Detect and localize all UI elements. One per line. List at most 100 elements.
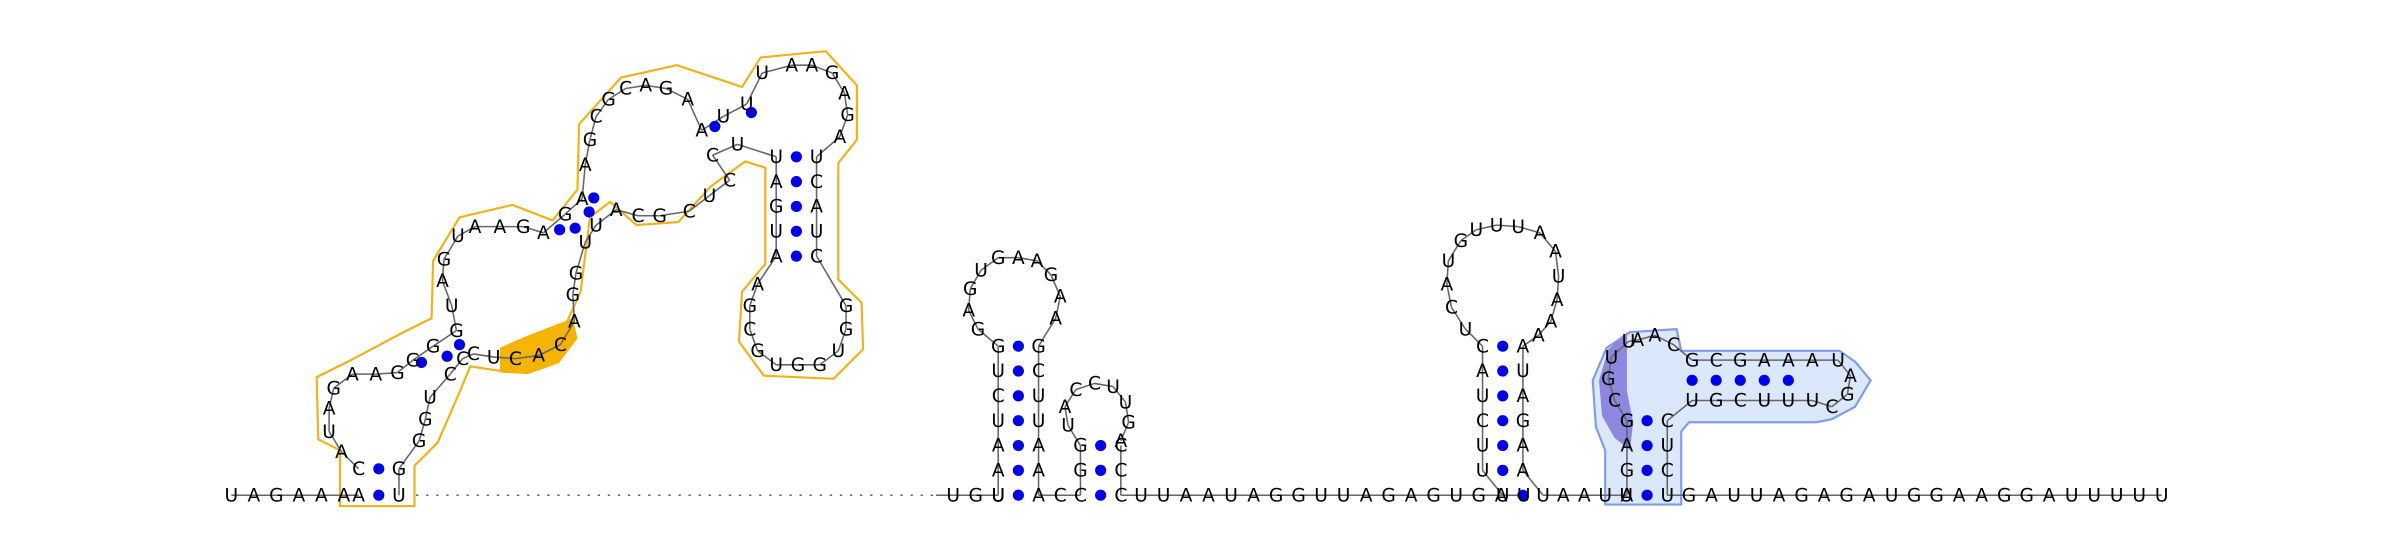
nucleotide-U: U <box>445 296 459 317</box>
nucleotide-A: A <box>532 346 545 367</box>
nucleotide-A: A <box>1032 436 1045 457</box>
backbone-link <box>1607 356 1613 379</box>
backbone-link <box>1812 399 1833 408</box>
nucleotide-A: A <box>337 485 350 506</box>
nucleotide-U: U <box>1831 350 1845 371</box>
backbone-link <box>816 136 841 158</box>
nucleotide-U: U <box>451 226 465 247</box>
nucleotide-U: U <box>1727 485 1741 506</box>
backbone-link <box>1628 339 1638 343</box>
nucleotide-U: U <box>1119 392 1133 413</box>
base-pair-dot <box>1758 374 1770 386</box>
nucleotide-G: G <box>449 321 463 342</box>
nucleotide-U: U <box>1885 485 1899 506</box>
orange-highlight-outline <box>315 50 865 508</box>
highlight-outlines <box>315 50 865 508</box>
backbone-link <box>595 98 610 117</box>
base-pair-dot <box>1012 439 1024 452</box>
base-pair-dot <box>1497 439 1509 452</box>
nucleotide-G: G <box>1031 336 1045 357</box>
nucleotide-G: G <box>769 197 783 218</box>
backbone-link <box>595 208 617 226</box>
backbone-link <box>559 320 576 346</box>
backbone-link <box>1464 328 1484 347</box>
backbone-link <box>1476 224 1497 231</box>
backbone-link <box>538 343 561 357</box>
nucleotide-U: U <box>740 94 754 115</box>
nucleotide-A: A <box>1557 485 1570 506</box>
backbone-link <box>572 294 576 322</box>
nucleotide-G: G <box>1682 485 1696 506</box>
backbone-link <box>837 328 847 352</box>
backbone-link <box>441 280 453 307</box>
nucleotide-U: U <box>991 485 1005 506</box>
backbone-link <box>1539 232 1557 252</box>
base-pair-dot <box>1782 374 1794 386</box>
backbone-link <box>340 451 360 470</box>
nucleotide-U: U <box>810 147 824 168</box>
nucleotide-C: C <box>683 201 696 222</box>
base-pair-dot <box>1095 489 1107 501</box>
nucleotide-U: U <box>703 186 717 207</box>
nucleotide-U: U <box>2087 485 2101 506</box>
nucleotide-A: A <box>1953 485 1966 506</box>
nucleotide-A: A <box>1360 485 1373 506</box>
nucleotide-A: A <box>1405 485 1418 506</box>
nucleotide-A: A <box>695 121 708 142</box>
backbone-link <box>457 225 476 237</box>
backbone-link <box>424 397 431 420</box>
backbone-link <box>493 356 516 360</box>
nucleotide-A: A <box>992 436 1005 457</box>
nucleotide-G: G <box>971 319 985 340</box>
backbone-link <box>1654 334 1674 346</box>
nucleotide-A: A <box>751 274 764 295</box>
backbone-link <box>1446 283 1453 308</box>
backbone-link <box>1522 334 1539 347</box>
nucleotide-A: A <box>1517 386 1530 407</box>
nucleotide-U: U <box>946 485 960 506</box>
base-pair-dot <box>373 489 385 501</box>
backbone-link <box>441 259 445 282</box>
nucleotide-G: G <box>1426 485 1440 506</box>
backbone-link <box>1124 401 1130 423</box>
nucleotide-C: C <box>706 145 719 166</box>
nucleotide-A: A <box>1202 485 1215 506</box>
backbone-link <box>749 328 759 352</box>
base-pair-dot <box>1497 415 1509 427</box>
backbone-link <box>1075 382 1095 391</box>
nucleotide-G: G <box>991 248 1005 269</box>
backbone-link <box>1554 251 1560 277</box>
backbone-link <box>1831 393 1848 408</box>
nucleotide-G: G <box>269 485 283 506</box>
nucleotide-G: G <box>2019 485 2033 506</box>
backbone-link <box>1064 389 1077 408</box>
backbone-link <box>968 310 979 330</box>
nucleotide-A: A <box>992 461 1005 482</box>
backbone-link <box>687 99 703 131</box>
backbone-link <box>429 373 451 398</box>
nucleotide-A: A <box>1544 312 1557 333</box>
nucleotide-C: C <box>352 459 365 480</box>
nucleotide-A: A <box>1782 350 1795 371</box>
base-pair-dot <box>583 206 595 218</box>
nucleotide-C: C <box>444 364 457 385</box>
backbone-link <box>616 208 639 217</box>
backbone-link <box>584 224 597 243</box>
nucleotide-G: G <box>825 63 839 84</box>
nucleotide-C: C <box>810 246 823 267</box>
backbone-link <box>762 64 792 74</box>
orange-run-fill <box>499 318 578 375</box>
nucleotide-A: A <box>1247 485 1260 506</box>
nucleotide-A: A <box>1032 461 1045 482</box>
nucleotide-G: G <box>1601 369 1615 390</box>
nucleotide-G: G <box>1709 391 1723 412</box>
nucleotide-U: U <box>1032 386 1046 407</box>
nucleotide-A: A <box>838 83 851 104</box>
backbone-link <box>1112 386 1127 403</box>
backbone-link <box>980 257 999 271</box>
base-pair-dot <box>569 222 581 234</box>
nucleotide-A: A <box>315 485 328 506</box>
base-pair-dot <box>453 339 466 351</box>
backbone-link <box>1037 317 1057 347</box>
